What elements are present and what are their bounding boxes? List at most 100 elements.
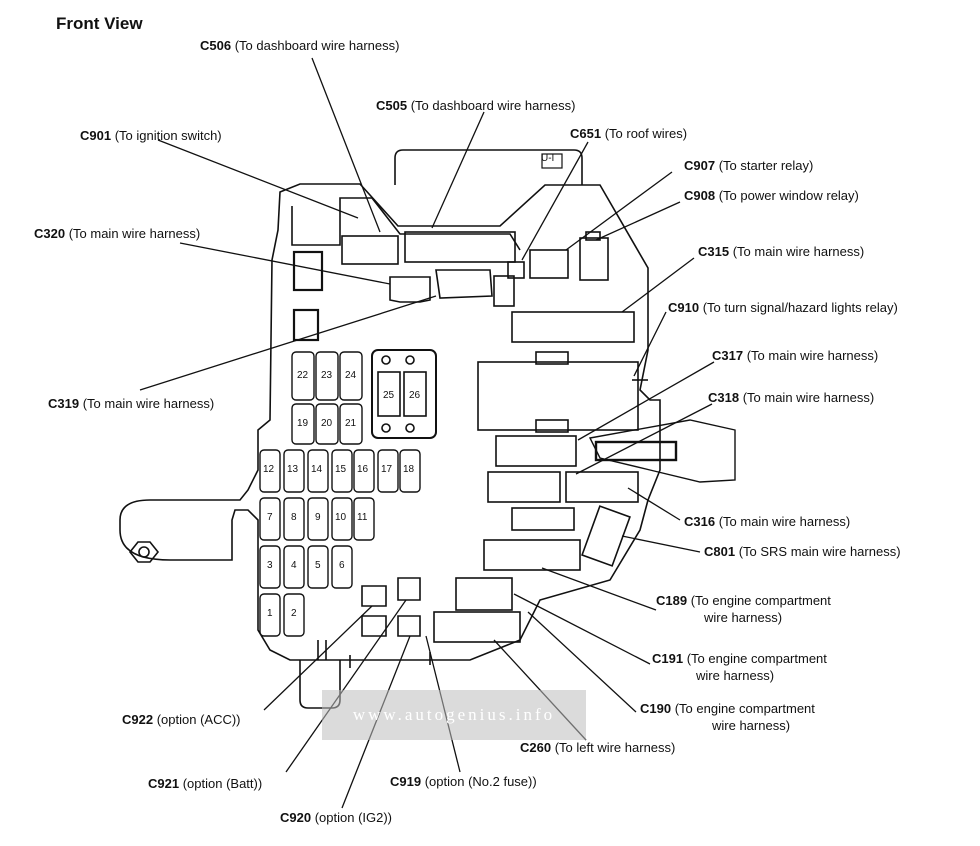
code-c260: C260 xyxy=(520,740,552,755)
fuse-14: 14 xyxy=(311,464,323,475)
fuse-19: 19 xyxy=(297,418,309,429)
desc-c801: (To SRS main wire harness) xyxy=(738,544,901,559)
code-c901: C901 xyxy=(80,128,112,143)
code-c506: C506 xyxy=(200,38,232,53)
connector-c908 xyxy=(579,237,609,281)
fuse-17: 17 xyxy=(381,464,393,475)
desc-c189: (To engine compartment xyxy=(690,593,831,608)
connector-c907 xyxy=(529,249,569,279)
label-c908: C908 (To power window relay) xyxy=(684,188,859,203)
code-c191: C191 xyxy=(652,651,684,666)
desc-c921: (option (Batt)) xyxy=(182,776,263,791)
fuse-2: 2 xyxy=(291,608,297,619)
desc-c315: (To main wire harness) xyxy=(732,244,865,259)
fuse-18: 18 xyxy=(403,464,415,475)
fuse-11: 11 xyxy=(357,512,368,523)
label-c919: C919 (option (No.2 fuse)) xyxy=(390,774,537,789)
box-outline xyxy=(119,183,661,661)
label-c901: C901 (To ignition switch) xyxy=(80,128,222,143)
desc-c505: (To dashboard wire harness) xyxy=(410,98,576,113)
connector-c316 xyxy=(487,471,561,503)
code-c320: C320 xyxy=(34,226,66,241)
connector-c506 xyxy=(341,235,399,265)
fuse-group-top xyxy=(291,351,363,445)
label-c318: C318 (To main wire harness) xyxy=(708,390,874,405)
code-c920: C920 xyxy=(280,810,312,825)
connector-c921 xyxy=(397,577,421,601)
label-c801: C801 (To SRS main wire harness) xyxy=(704,544,901,559)
code-c317: C317 xyxy=(712,348,744,363)
code-c922: C922 xyxy=(122,712,154,727)
code-c189: C189 xyxy=(656,593,688,608)
desc-c320: (To main wire harness) xyxy=(68,226,201,241)
fuse-8: 8 xyxy=(291,512,297,523)
code-c907: C907 xyxy=(684,158,716,173)
fuse-3: 3 xyxy=(267,560,273,571)
connector-c505 xyxy=(404,231,516,263)
fuse-4: 4 xyxy=(291,560,297,571)
connector-c919 xyxy=(397,615,421,637)
connector-c191 xyxy=(455,577,513,611)
desc2-c189: wire harness) xyxy=(704,610,783,625)
code-c319: C319 xyxy=(48,396,80,411)
fuse-23: 23 xyxy=(321,370,333,381)
connector-c317 xyxy=(495,435,577,467)
label-c315: C315 (To main wire harness) xyxy=(698,244,864,259)
label-c910: C910 (To turn signal/hazard lights relay… xyxy=(668,300,898,315)
fuse-16: 16 xyxy=(357,464,369,475)
code-c318: C318 xyxy=(708,390,740,405)
left-slot-lower xyxy=(292,308,320,342)
desc-c901: (To ignition switch) xyxy=(114,128,222,143)
code-c921: C921 xyxy=(148,776,180,791)
connector-c320 xyxy=(389,276,431,303)
desc-c651: (To roof wires) xyxy=(604,126,688,141)
code-c801: C801 xyxy=(704,544,736,559)
desc-c506: (To dashboard wire harness) xyxy=(234,38,400,53)
desc-c318: (To main wire harness) xyxy=(742,390,875,405)
connector-c920 xyxy=(361,615,387,637)
code-c908: C908 xyxy=(684,188,716,203)
connector-c910 xyxy=(477,361,639,431)
desc-c319: (To main wire harness) xyxy=(82,396,215,411)
desc-c191: (To engine compartment xyxy=(686,651,827,666)
label-c922: C922 (option (ACC)) xyxy=(122,712,241,727)
code-c651: C651 xyxy=(570,126,602,141)
label-c505: C505 (To dashboard wire harness) xyxy=(376,98,575,113)
fuse-26: 26 xyxy=(409,390,421,401)
connector-c260 xyxy=(433,611,521,643)
desc-c907: (To starter relay) xyxy=(718,158,814,173)
fuse-25: 25 xyxy=(383,390,395,401)
connector-c801 xyxy=(581,505,631,567)
fuse-10: 10 xyxy=(335,512,347,523)
fuse-15: 15 xyxy=(335,464,347,475)
desc-c316: (To main wire harness) xyxy=(718,514,851,529)
desc-c922: (option (ACC)) xyxy=(156,712,241,727)
fuse-6: 6 xyxy=(339,560,345,571)
leader-lines xyxy=(139,57,715,809)
label-c260: C260 (To left wire harness) xyxy=(520,740,675,755)
left-slot-upper xyxy=(292,250,324,292)
label-c316: C316 (To main wire harness) xyxy=(684,514,850,529)
code-c315: C315 xyxy=(698,244,730,259)
connector-c189 xyxy=(483,539,581,571)
mounting-bolt xyxy=(128,541,160,563)
fuse-9: 9 xyxy=(315,512,321,523)
label-c317: C317 (To main wire harness) xyxy=(712,348,878,363)
label-c319: C319 (To main wire harness) xyxy=(48,396,214,411)
code-c190: C190 xyxy=(640,701,672,716)
box-mark: U-I xyxy=(541,153,555,164)
fuse-grid xyxy=(259,449,421,637)
fuse-20: 20 xyxy=(321,418,333,429)
code-c505: C505 xyxy=(376,98,408,113)
desc-c190: (To engine compartment xyxy=(674,701,815,716)
desc-c908: (To power window relay) xyxy=(718,188,859,203)
code-c910: C910 xyxy=(668,300,700,315)
label-c921: C921 (option (Batt)) xyxy=(148,776,262,791)
watermark: www.autogenius.info xyxy=(322,690,586,740)
diagram-title: Front View xyxy=(56,14,143,33)
label-c920: C920 (option (IG2)) xyxy=(280,810,392,825)
desc-c920: (option (IG2)) xyxy=(314,810,393,825)
